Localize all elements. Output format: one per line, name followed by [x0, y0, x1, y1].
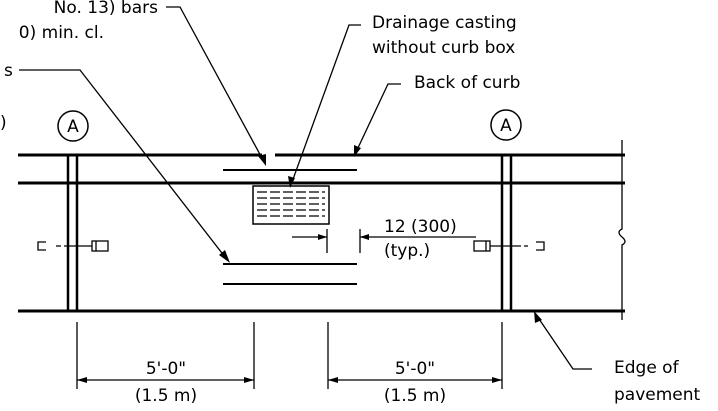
leader-bars	[166, 6, 266, 166]
leader-back-of-curb	[354, 83, 401, 157]
edge-of-pavement-line1: Edge of	[614, 358, 680, 378]
spacing-dimension-note: (typ.)	[384, 241, 430, 261]
leader-bars-2	[19, 69, 230, 263]
back-of-curb-label: Back of curb	[414, 73, 520, 93]
edge-of-pavement-line2: pavement	[614, 385, 701, 405]
dimension-right-metric: (1.5 m)	[384, 386, 446, 406]
drainage-casting	[252, 185, 330, 225]
dimension-right-imperial: 5'-0"	[395, 359, 435, 379]
drainage-label-line2: without curb box	[372, 38, 515, 58]
dimension-left-metric: (1.5 m)	[135, 386, 197, 406]
reinforcing-bars	[223, 169, 357, 285]
section-marker-left: A	[57, 110, 89, 142]
dowel-left	[37, 240, 109, 252]
section-marker-right-label: A	[500, 116, 512, 136]
dimension-left-imperial: 5'-0"	[146, 359, 186, 379]
drainage-label-line1: Drainage casting	[372, 13, 517, 33]
spacing-dimension: 12 (300) (typ.)	[292, 217, 476, 261]
bars-label-fragment: s	[4, 61, 13, 81]
section-marker-left-label: A	[67, 117, 79, 137]
bars-label-line1: No. 13) bars	[54, 0, 158, 18]
paren-fragment: )	[0, 113, 7, 133]
leader-drainage	[288, 24, 361, 188]
bars-label-line2: 0) min. cl.	[19, 23, 104, 43]
dimension-left: 5'-0" (1.5 m)	[76, 322, 255, 406]
break-line	[618, 140, 626, 320]
dimension-right: 5'-0" (1.5 m)	[327, 322, 503, 406]
joint-right	[500, 155, 513, 311]
curb-lines	[18, 153, 625, 313]
spacing-dimension-label: 12 (300)	[384, 217, 457, 237]
joint-left	[66, 155, 79, 311]
dowel-right	[473, 240, 545, 252]
section-marker-right: A	[490, 109, 522, 141]
leader-edge-of-pavement	[534, 311, 592, 370]
